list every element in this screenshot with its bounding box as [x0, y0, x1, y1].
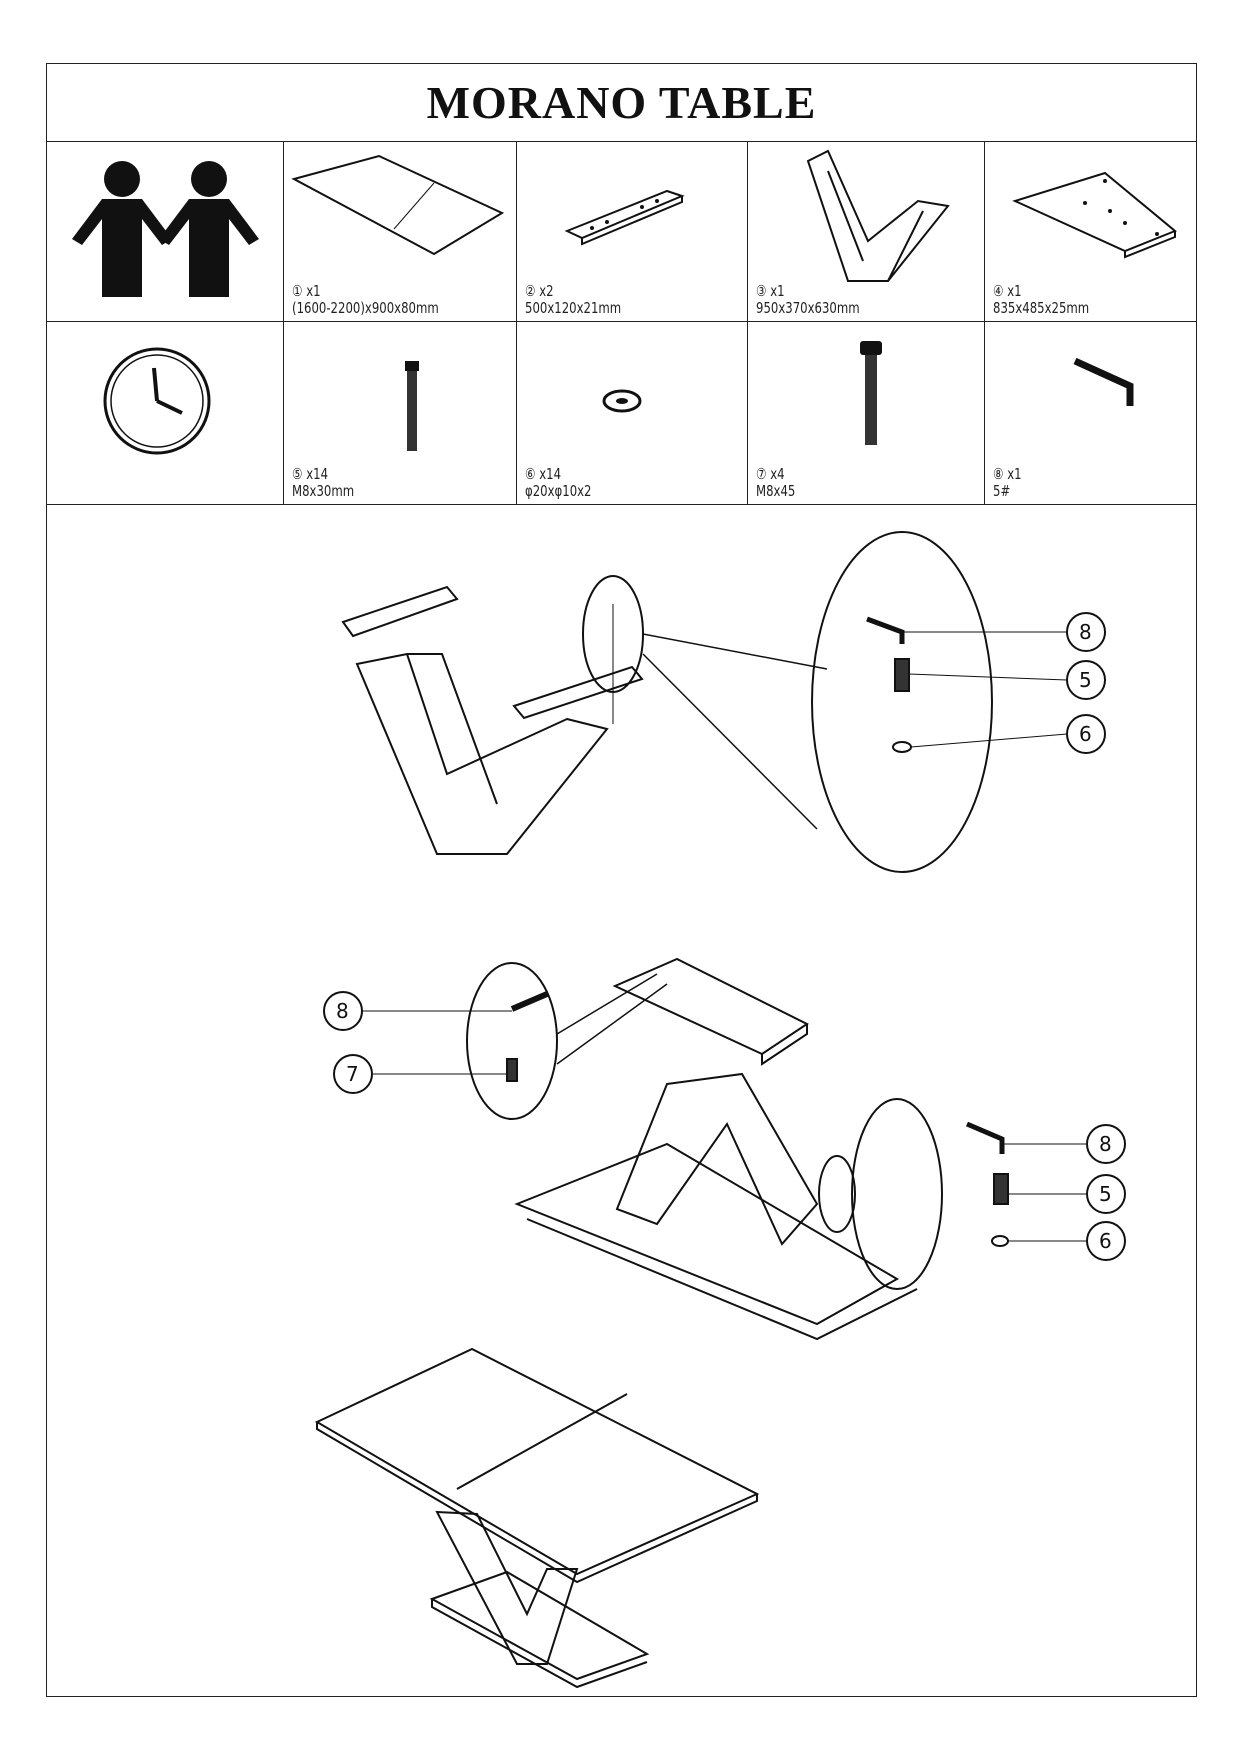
callout-number: 8	[1079, 620, 1092, 644]
part-qty: x1	[306, 282, 321, 300]
instruction-sheet: MORANO TABLE ① x1(1600-2200)x900x80mm ② …	[46, 63, 1197, 1697]
callout-number: 5	[1099, 1182, 1112, 1206]
step-3-finished-table	[314, 1347, 760, 1689]
part-number: ⑤	[292, 465, 303, 483]
part-number: ②	[525, 282, 536, 300]
part-qty: x14	[539, 465, 562, 483]
callout-number: 6	[1079, 722, 1092, 746]
part-qty: x1	[1007, 282, 1022, 300]
part-size: 500x120x21mm	[525, 299, 622, 317]
part-number: ①	[292, 282, 303, 300]
part-size: 950x370x630mm	[756, 299, 860, 317]
part-qty: x1	[1007, 465, 1022, 483]
part-number: ④	[993, 282, 1004, 300]
part-size: 835x485x25mm	[993, 299, 1090, 317]
part-size: φ20xφ10x2	[525, 482, 592, 500]
step-1-leg-assembly: 8 5 6	[341, 531, 1106, 873]
part-size: M8x45	[756, 482, 796, 500]
part-number: ⑦	[756, 465, 767, 483]
part-qty: x14	[306, 465, 329, 483]
callout-number: 6	[1099, 1229, 1112, 1253]
part-number: ⑧	[993, 465, 1004, 483]
part-qty: x2	[539, 282, 554, 300]
callout-number: 5	[1079, 668, 1092, 692]
part-qty: x1	[770, 282, 785, 300]
step-2-base-assembly: 8 7 8 5 6	[323, 957, 1126, 1341]
part-number: ③	[756, 282, 767, 300]
part-number: ⑥	[525, 465, 536, 483]
assembly-diagram: 8 5 6 8 7	[47, 504, 1196, 1696]
two-person-icon	[47, 141, 284, 321]
page-title: MORANO TABLE	[47, 64, 1196, 142]
callout-number: 7	[346, 1062, 359, 1086]
callout-number: 8	[1099, 1132, 1112, 1156]
part-size: (1600-2200)x900x80mm	[292, 299, 439, 317]
part-1-tabletop: ① x1(1600-2200)x900x80mm	[284, 141, 517, 321]
part-qty: x4	[770, 465, 785, 483]
clock-icon	[47, 321, 284, 504]
part-size: 5#	[993, 482, 1011, 500]
part-size: M8x30mm	[292, 482, 355, 500]
callout-number: 8	[336, 999, 349, 1023]
